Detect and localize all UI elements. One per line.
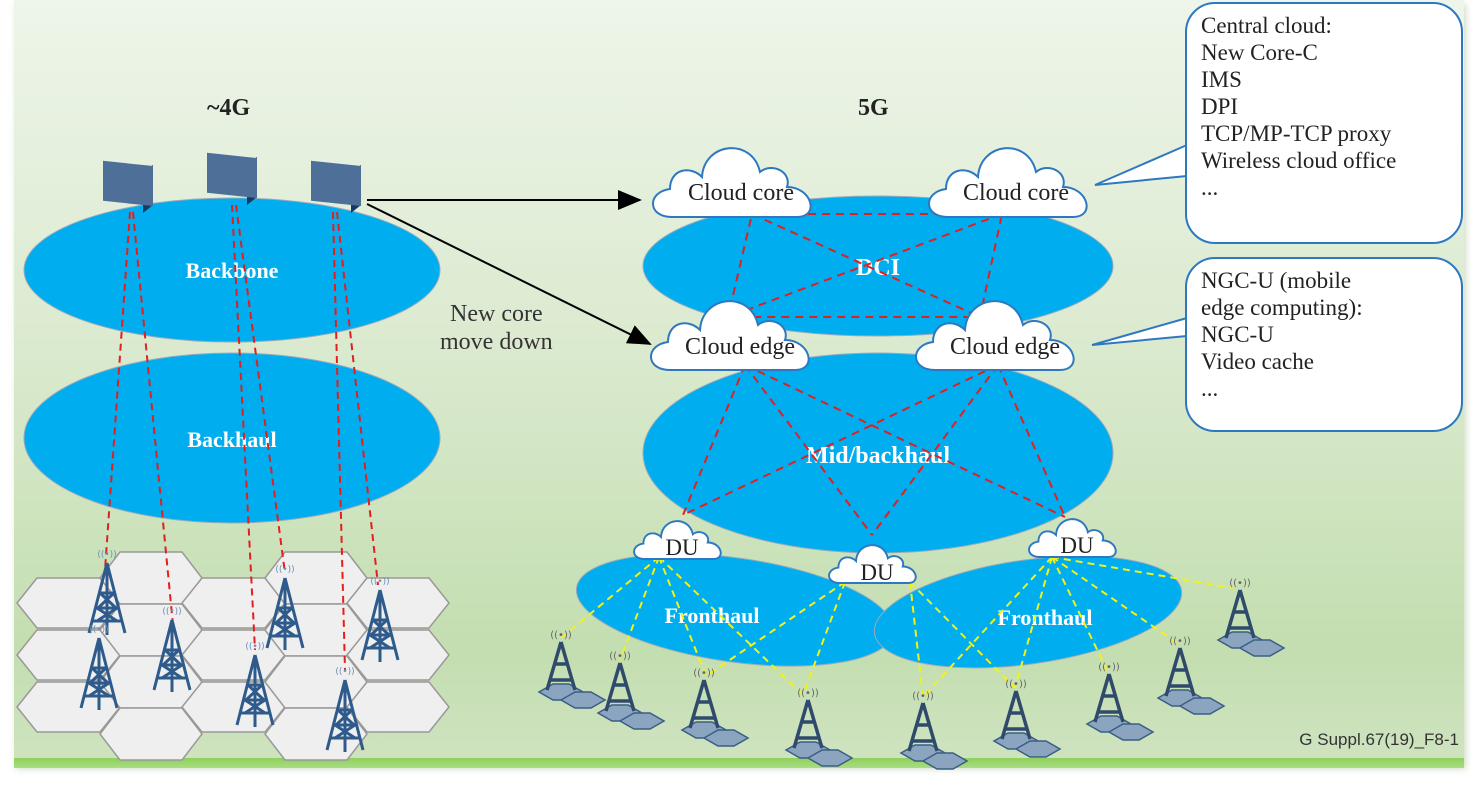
arrow-label-line: move down bbox=[440, 329, 553, 355]
callout-line: ... bbox=[1201, 175, 1219, 200]
arrow-to-cloud-edge bbox=[366, 203, 652, 345]
backhaul-label: Backhaul bbox=[187, 427, 276, 452]
callout-central-cloud: Central cloud: New Core-C IMS DPI TCP/MP… bbox=[1185, 2, 1463, 244]
cell-tower-icon bbox=[596, 649, 666, 731]
4g-backhaul-links bbox=[104, 204, 379, 671]
cloud-edge-label: Cloud edge bbox=[685, 334, 795, 360]
backhaul-layer: Backhaul bbox=[23, 352, 441, 524]
cell-tower-icon bbox=[680, 666, 750, 748]
router-icon bbox=[207, 152, 257, 205]
arrow-label: New core move down bbox=[440, 300, 553, 356]
backbone-layer: Backbone bbox=[23, 197, 441, 343]
callout-line: IMS bbox=[1201, 67, 1242, 92]
cell-hex-grid bbox=[16, 551, 450, 761]
bottom-bar bbox=[14, 758, 1464, 768]
callout-pointer-edge bbox=[1091, 317, 1188, 346]
callout-line: TCP/MP-TCP proxy bbox=[1201, 121, 1392, 146]
fronthaul-label: Fronthaul bbox=[998, 605, 1093, 630]
cell-tower-icon bbox=[784, 686, 854, 768]
cloud-edge-label: Cloud edge bbox=[950, 334, 1060, 360]
cell-tower-icon bbox=[992, 677, 1062, 759]
title-4g: ~4G bbox=[207, 95, 251, 121]
backbone-label: Backbone bbox=[186, 258, 279, 283]
du-label: DU bbox=[665, 535, 699, 560]
callout-line: NGC-U (mobile bbox=[1201, 268, 1352, 293]
callout-line: ... bbox=[1201, 376, 1219, 401]
arrow-label-line: New core bbox=[450, 301, 543, 327]
cloud-core-right: Cloud core bbox=[927, 147, 1088, 218]
du-label: DU bbox=[860, 560, 894, 585]
callout-line: DPI bbox=[1201, 94, 1239, 119]
callout-edge-cloud: NGC-U (mobile edge computing): NGC-U Vid… bbox=[1185, 257, 1463, 432]
cloud-core-left: Cloud core bbox=[651, 147, 812, 218]
cloud-core-label: Cloud core bbox=[688, 180, 794, 206]
callout-line: Wireless cloud office bbox=[1201, 148, 1397, 173]
cloud-edge-right: Cloud edge bbox=[914, 300, 1075, 371]
dci-label: DCI bbox=[856, 255, 900, 281]
cell-tower-icon bbox=[1216, 576, 1286, 658]
title-5g: 5G bbox=[858, 95, 889, 121]
callout-pointer-central bbox=[1094, 144, 1188, 186]
callout-line: Video cache bbox=[1201, 349, 1314, 374]
fronthaul-layer-right: Fronthaul bbox=[873, 555, 1183, 669]
mid-backhaul-layer: Mid/backhaul bbox=[642, 352, 1114, 554]
mid-backhaul-links bbox=[682, 364, 1066, 536]
cloud-edge-left: Cloud edge bbox=[649, 300, 810, 371]
callout-line: Central cloud: bbox=[1201, 13, 1332, 38]
cell-tower-icon bbox=[1085, 660, 1155, 742]
figure-id: G Suppl.67(19)_F8-1 bbox=[1299, 730, 1459, 749]
cell-tower-icon bbox=[537, 628, 607, 710]
router-icon bbox=[103, 160, 153, 213]
callout-line: NGC-U bbox=[1201, 322, 1274, 347]
cloud-core-label: Cloud core bbox=[963, 180, 1069, 206]
mid-backhaul-label: Mid/backhaul bbox=[806, 443, 950, 469]
callout-line: New Core-C bbox=[1201, 40, 1318, 65]
du-label: DU bbox=[1060, 533, 1094, 558]
cell-tower-icon bbox=[899, 689, 969, 771]
cell-tower-icon bbox=[1156, 634, 1226, 716]
fronthaul-links bbox=[560, 556, 1234, 698]
callout-line: edge computing): bbox=[1201, 295, 1363, 320]
